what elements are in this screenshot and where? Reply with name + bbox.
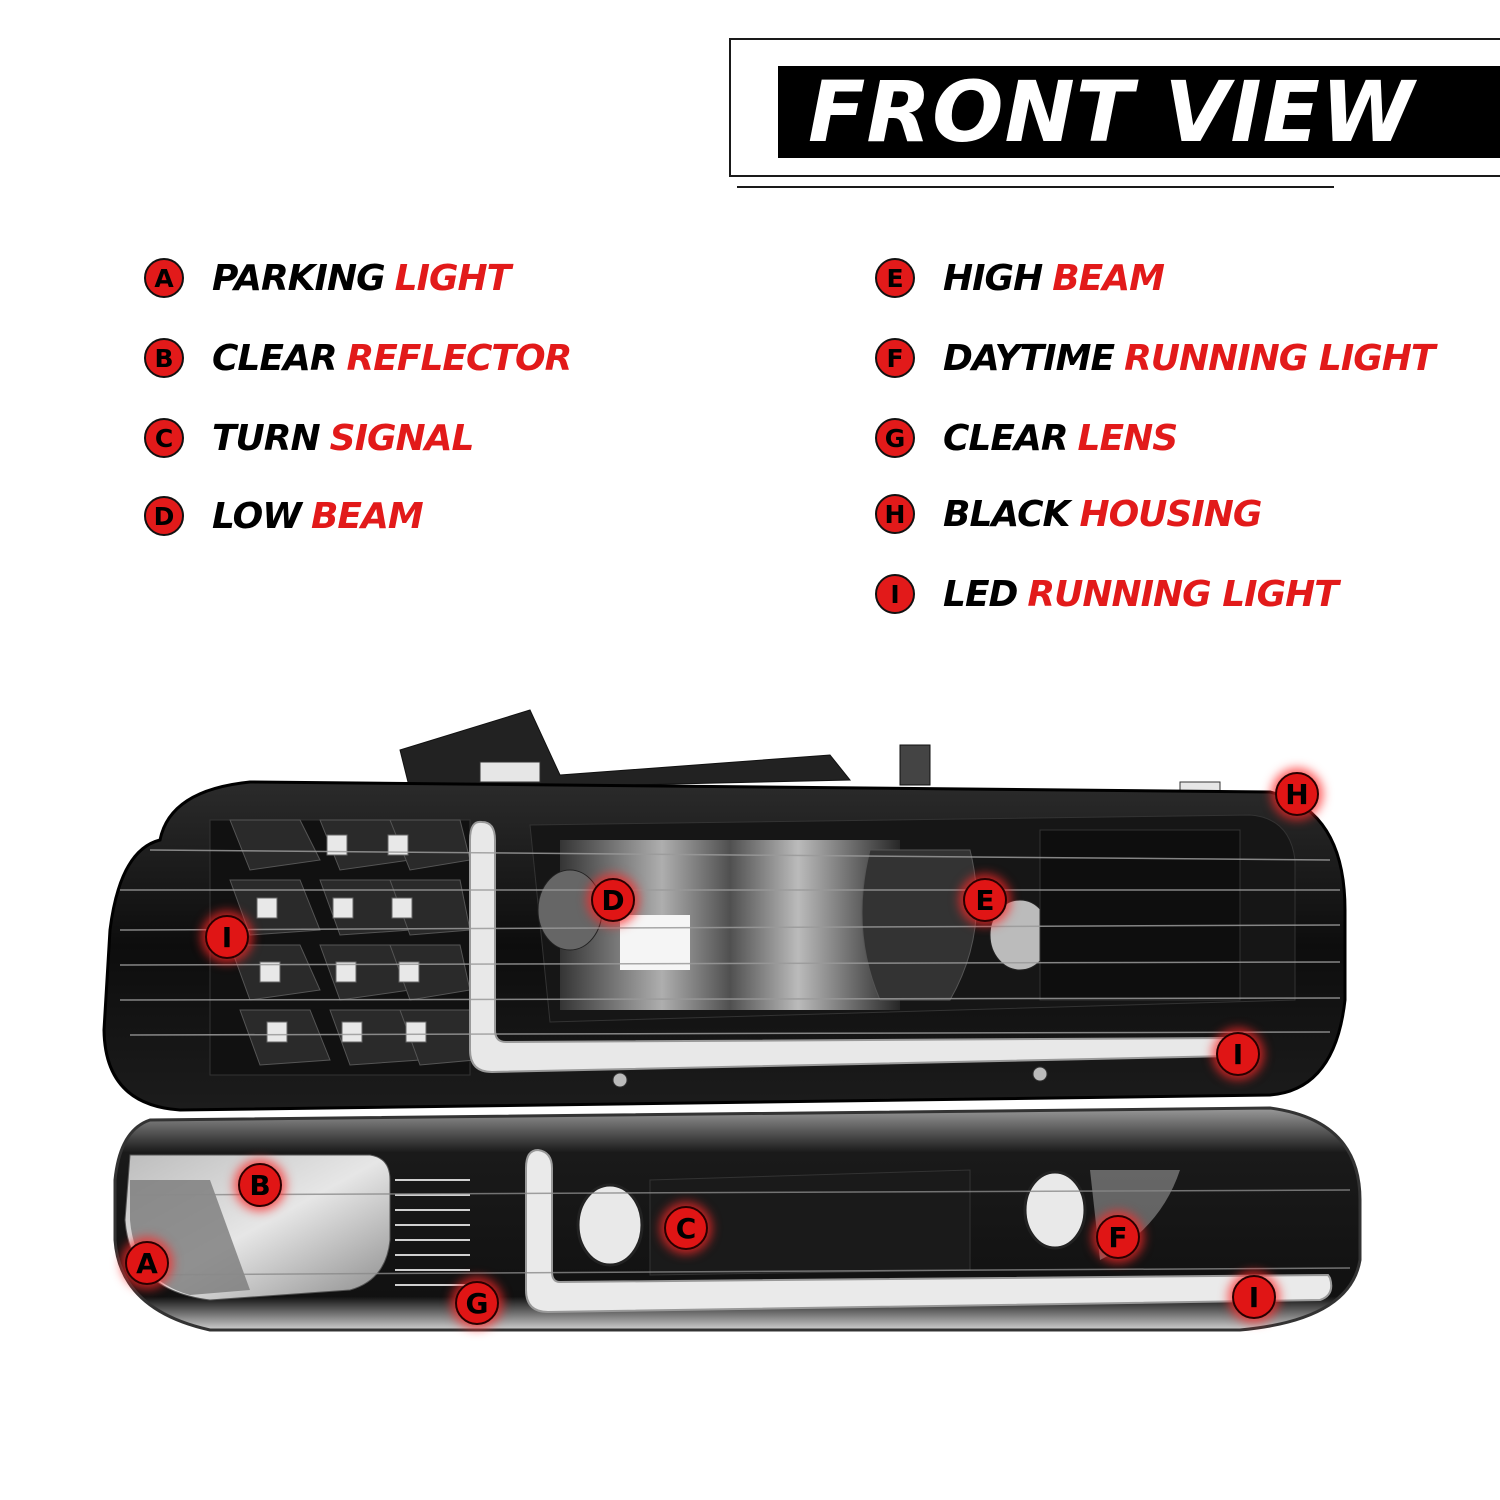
legend-badge: E bbox=[875, 258, 915, 298]
legend-label-accent: REFLECTOR bbox=[346, 337, 573, 379]
legend-item-e: E HIGH BEAM bbox=[875, 256, 1165, 300]
callout-h: H bbox=[1275, 772, 1319, 816]
legend-item-i: I LED RUNNING LIGHT bbox=[875, 572, 1339, 616]
legend-label-primary: PARKING bbox=[212, 257, 386, 299]
headlight-assembly-illustration bbox=[102, 709, 1362, 1332]
callout-i-headlight-bar: I bbox=[1216, 1032, 1260, 1076]
legend-badge: C bbox=[144, 418, 184, 458]
legend-label-primary: CLEAR bbox=[212, 337, 338, 379]
legend-label-primary: BLACK bbox=[943, 493, 1070, 535]
legend-label-primary: DAYTIME bbox=[943, 337, 1115, 379]
callout-e: E bbox=[963, 878, 1007, 922]
legend-label-primary: CLEAR bbox=[943, 417, 1069, 459]
legend-badge: D bbox=[144, 496, 184, 536]
callout-f: F bbox=[1096, 1215, 1140, 1259]
legend-item-g: G CLEAR LENS bbox=[875, 416, 1179, 460]
legend-item-f: F DAYTIME RUNNING LIGHT bbox=[875, 336, 1435, 380]
legend-badge: A bbox=[144, 258, 184, 298]
callout-c: C bbox=[664, 1206, 708, 1250]
legend-item-b: B CLEAR REFLECTOR bbox=[144, 336, 573, 380]
title-frame bbox=[729, 38, 1500, 177]
legend-label-accent: LENS bbox=[1077, 417, 1179, 459]
legend-label-primary: HIGH bbox=[943, 257, 1043, 299]
legend-item-c: C TURN SIGNAL bbox=[144, 416, 475, 460]
callout-b: B bbox=[238, 1163, 282, 1207]
legend-label-accent: BEAM bbox=[310, 495, 424, 537]
legend-label-accent: RUNNING LIGHT bbox=[1027, 573, 1338, 615]
callout-a: A bbox=[125, 1241, 169, 1285]
legend-badge: G bbox=[875, 418, 915, 458]
title-underline bbox=[737, 186, 1334, 188]
legend-label-accent: BEAM bbox=[1052, 257, 1165, 299]
legend-label-primary: LOW bbox=[212, 495, 302, 537]
legend-label-accent: LIGHT bbox=[394, 257, 512, 299]
callout-i-bumper-bar: I bbox=[1232, 1275, 1276, 1319]
callout-i-led-block: I bbox=[205, 915, 249, 959]
legend-label-primary: TURN bbox=[212, 417, 321, 459]
legend-badge: H bbox=[875, 494, 915, 534]
legend-label-primary: LED bbox=[943, 573, 1018, 615]
callout-d: D bbox=[591, 878, 635, 922]
legend-label-accent: HOUSING bbox=[1079, 493, 1262, 535]
legend-badge: B bbox=[144, 338, 184, 378]
legend-item-h: H BLACK HOUSING bbox=[875, 492, 1262, 536]
callout-g: G bbox=[455, 1281, 499, 1325]
legend-badge: F bbox=[875, 338, 915, 378]
title-bar bbox=[778, 66, 1500, 158]
legend-label-accent: SIGNAL bbox=[329, 417, 475, 459]
legend-item-d: D LOW BEAM bbox=[144, 494, 424, 538]
page-title: FRONT VIEW bbox=[808, 63, 1415, 161]
legend-badge: I bbox=[875, 574, 915, 614]
legend-label-accent: RUNNING LIGHT bbox=[1124, 337, 1435, 379]
legend-item-a: A PARKING LIGHT bbox=[144, 256, 512, 300]
